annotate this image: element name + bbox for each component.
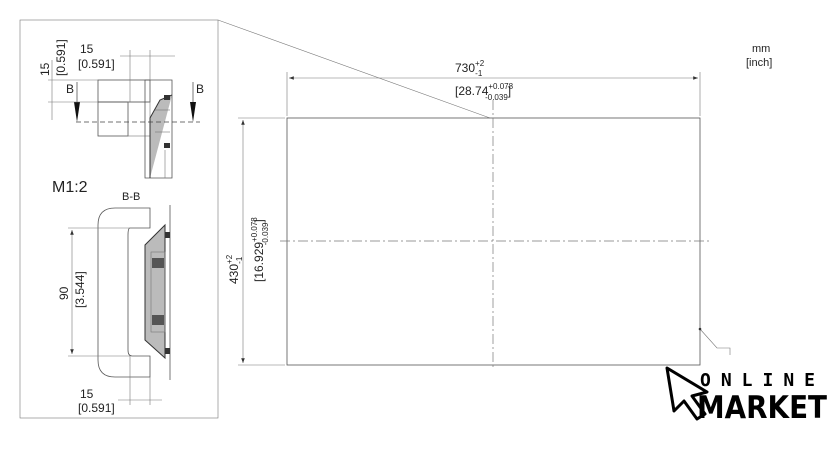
dim-bottom-horizontal-mm: 15: [80, 387, 94, 401]
dim-top-vertical-inch: [0.591]: [54, 39, 68, 76]
height-dimension: 430+2-1: [225, 254, 244, 284]
dim-bottom-horizontal-inch: [0.591]: [78, 401, 115, 415]
online-market-logo: ONLINE MARKET: [665, 366, 827, 426]
detail-panel: B B 15 [0.591] 15 [0.591] M1:2 B-B: [19, 19, 491, 419]
dim-top-vertical-mm: 15: [38, 62, 52, 76]
panel-outline: [286, 117, 701, 366]
units-mm: mm: [752, 43, 770, 55]
main-outline-view: 730+2-1 [28.74+0.078-0.039] 430+2-1 [16.…: [225, 43, 772, 368]
scale-label: M1:2: [52, 179, 88, 196]
section-arrow-left-icon: [74, 102, 80, 122]
dim-section-vertical-mm: 90: [57, 286, 71, 300]
section-view: 90 [3.544] 15 [0.591]: [57, 205, 171, 415]
dim-section-vertical-inch: [3.544]: [73, 271, 87, 308]
section-label: B-B: [122, 191, 140, 203]
logo-line2: MARKET: [697, 390, 827, 426]
cursor-icon: [665, 366, 709, 421]
height-dimension-inch: [16.929+0.078-0.039]: [250, 217, 270, 282]
section-mark-left: B: [66, 82, 74, 96]
dim-top-horizontal-inch: [0.591]: [78, 57, 115, 71]
width-dimension: 730+2-1: [455, 59, 485, 78]
width-dimension-inch: [28.74+0.078-0.039]: [455, 82, 514, 102]
section-mark-right: B: [196, 82, 204, 96]
detail-leader-line: [217, 19, 491, 119]
units-inch: [inch]: [746, 57, 772, 69]
logo-line1: ONLINE: [700, 370, 825, 391]
section-arrow-right-icon: [190, 102, 196, 122]
top-detail-view: B B 15 [0.591] 15 [0.591]: [38, 39, 204, 179]
dim-top-horizontal-mm: 15: [80, 42, 94, 56]
break-mark: [699, 326, 731, 355]
